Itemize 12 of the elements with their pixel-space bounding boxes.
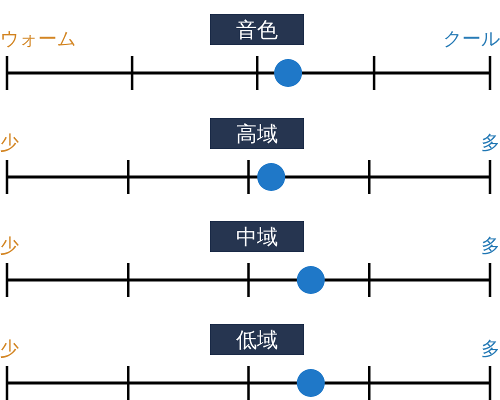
- title-box: 高域: [210, 118, 304, 149]
- scale-end-label: ウォーム: [0, 30, 76, 49]
- title-box: 低域: [210, 324, 304, 355]
- scale-end-label: クール: [443, 30, 500, 49]
- title-box: 音色: [210, 14, 304, 45]
- scale-end-label: 多: [481, 340, 500, 359]
- scale-end-label: 少: [0, 237, 19, 256]
- scale-end-label: 少: [0, 134, 19, 153]
- title-box: 中域: [210, 221, 304, 252]
- scale-end-label: 少: [0, 340, 19, 359]
- scale-end-label: 多: [481, 237, 500, 256]
- scale-end-label: 多: [481, 134, 500, 153]
